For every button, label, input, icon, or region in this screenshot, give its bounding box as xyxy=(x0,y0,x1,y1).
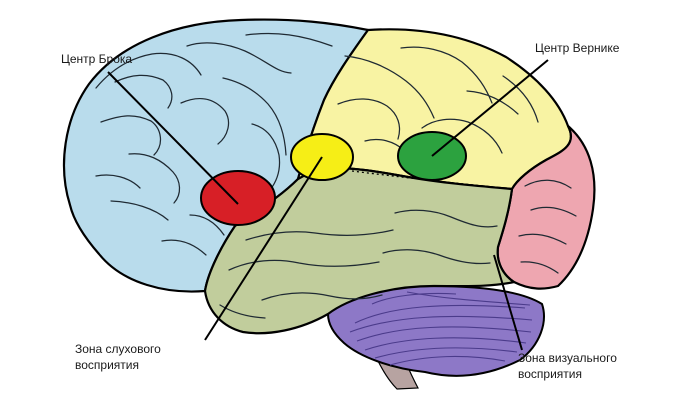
wernicke-pointer-line xyxy=(431,59,549,157)
broca-pointer-line xyxy=(107,71,239,205)
temporal-lobe xyxy=(203,166,517,335)
visual-zone-label: Зона визуального восприятия xyxy=(518,350,617,382)
wernicke-label: Центр Вернике xyxy=(535,41,620,55)
visual-zone-label-line-1: Зона визуального xyxy=(518,351,617,365)
auditory-zone-label-line-2: восприятия xyxy=(75,358,139,372)
auditory-pointer-line xyxy=(204,156,323,341)
auditory-zone-label: Зона слухового восприятия xyxy=(75,341,161,373)
broca-label: Центр Брока xyxy=(61,52,133,66)
visual-pointer-line xyxy=(493,254,523,351)
cerebellum xyxy=(326,284,545,377)
cerebellum-folia xyxy=(349,291,533,366)
gyri-lines xyxy=(95,32,577,319)
visual-zone-label-line-2: восприятия xyxy=(518,367,582,381)
auditory-zone-label-line-1: Зона слухового xyxy=(75,342,161,356)
